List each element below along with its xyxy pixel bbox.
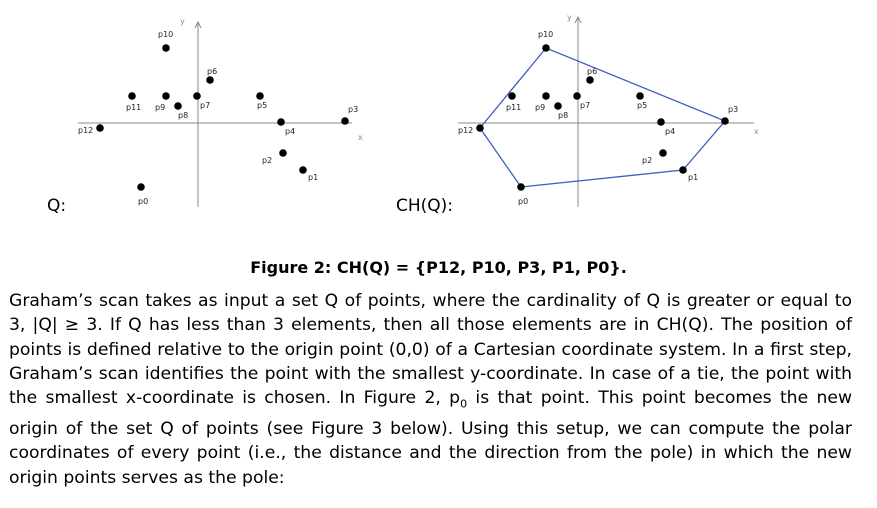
left-point-p9	[162, 92, 170, 100]
paragraph-text-part2: is that point. This point becomes the ne…	[9, 388, 852, 488]
left-point-p12	[96, 124, 104, 132]
right-point-p1	[679, 166, 687, 174]
body-paragraph: Graham’s scan takes as input a set Q of …	[9, 289, 852, 490]
panel-label-q: Q:	[47, 196, 67, 216]
right-point-p5	[636, 92, 644, 100]
right-y-arrow	[574, 15, 582, 24]
right-point-label-p12: p12	[458, 126, 473, 135]
paragraph-text-part1: Graham’s scan takes as input a set Q of …	[9, 291, 852, 409]
left-point-label-p1: p1	[308, 173, 318, 182]
left-point-label-p2: p2	[262, 156, 272, 165]
right-point-label-p1: p1	[688, 173, 698, 182]
left-point-label-p9: p9	[155, 103, 165, 112]
left-y-arrow	[194, 20, 202, 29]
right-y-axis-label: y	[567, 13, 572, 22]
left-point-p4	[277, 118, 285, 126]
left-y-axis-label: y	[180, 17, 185, 26]
figure-right-panel: x y p0 p1 p2 p3 p4 p5 p6 p7 p8 p9 p10 p11 p12	[0, 0, 877, 240]
left-point-p6	[206, 76, 214, 84]
right-point-p7	[573, 92, 581, 100]
right-point-label-p9: p9	[535, 103, 545, 112]
left-point-label-p4: p4	[285, 127, 295, 136]
left-point-p10	[162, 44, 170, 52]
right-point-p3	[721, 117, 729, 125]
left-point-label-p7: p7	[200, 101, 210, 110]
left-point-p1	[299, 166, 307, 174]
paragraph-subscript: 0	[460, 397, 468, 411]
left-point-label-p12: p12	[78, 126, 93, 135]
left-point-label-p5: p5	[257, 101, 267, 110]
right-point-p10	[542, 44, 550, 52]
left-point-label-p0: p0	[138, 197, 148, 206]
right-point-p11	[508, 92, 516, 100]
right-point-label-p6: p6	[587, 67, 597, 76]
right-point-label-p10: p10	[538, 30, 553, 39]
right-point-label-p4: p4	[665, 127, 675, 136]
right-point-label-p2: p2	[642, 156, 652, 165]
left-point-p3	[341, 117, 349, 125]
right-point-p0	[517, 183, 525, 191]
right-point-p12	[476, 124, 484, 132]
left-point-p11	[128, 92, 136, 100]
right-point-label-p7: p7	[580, 101, 590, 110]
point-set-plot: x y p0 p1 p2 p3 p4 p5 p6 p7 p8 p9 p10 p11 p12	[78, 17, 363, 207]
left-point-p8	[174, 102, 182, 110]
left-point-label-p6: p6	[207, 67, 217, 76]
left-point-p2	[279, 149, 287, 157]
left-point-p5	[256, 92, 264, 100]
left-x-axis-label: x	[358, 133, 363, 142]
left-point-label-p3: p3	[348, 105, 358, 114]
left-point-p7	[193, 92, 201, 100]
panel-label-chq: CH(Q):	[396, 196, 454, 216]
right-point-p6	[586, 76, 594, 84]
figure-caption: Figure 2: CH(Q) = {P12, P10, P3, P1, P0}…	[250, 258, 627, 277]
right-point-label-p8: p8	[558, 111, 568, 120]
hull-polygon	[479, 47, 727, 188]
right-point-label-p11: p11	[506, 103, 521, 112]
right-point-label-p3: p3	[728, 105, 738, 114]
right-point-p9	[542, 92, 550, 100]
left-point-label-p10: p10	[158, 30, 173, 39]
right-x-axis-label: x	[754, 127, 759, 136]
left-point-label-p8: p8	[178, 111, 188, 120]
right-point-p8	[554, 102, 562, 110]
right-point-p2	[659, 149, 667, 157]
convex-hull-plot: x y p0 p1 p2 p3 p4 p5 p6 p7 p8 p9 p10 p11 p12	[458, 13, 759, 207]
left-point-label-p11: p11	[126, 103, 141, 112]
left-point-p0	[137, 183, 145, 191]
right-point-label-p5: p5	[637, 101, 647, 110]
right-point-label-p0: p0	[518, 197, 528, 206]
figure-left-panel: x y p0 p1 p2 p3 p4 p5 p6 p7 p8 p9 p10 p11 p12	[0, 0, 440, 240]
right-point-p4	[657, 118, 665, 126]
